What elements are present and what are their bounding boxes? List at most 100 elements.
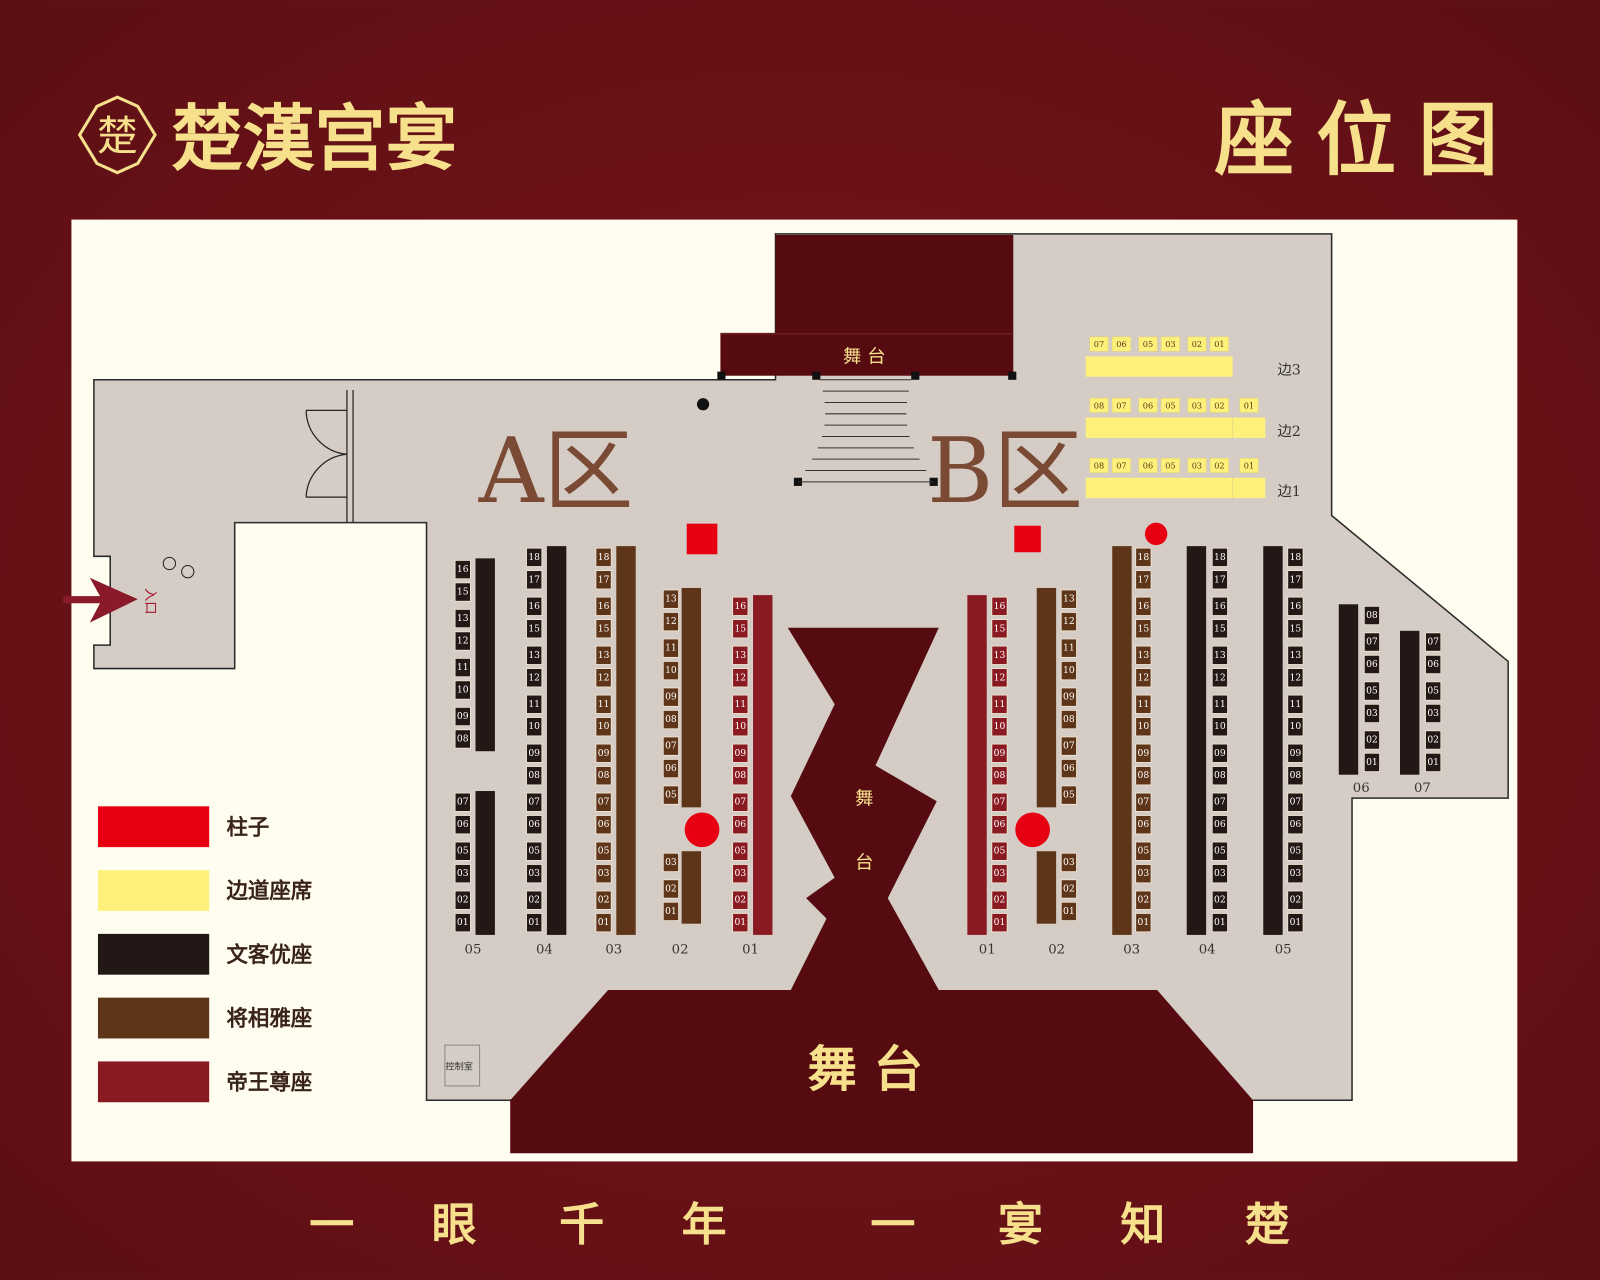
seat-box[interactable] (1187, 397, 1207, 413)
seat-a01-11[interactable]: 11 (732, 694, 749, 714)
seat-a04-10[interactable]: 10 (526, 717, 543, 737)
seat-a05-03[interactable]: 03 (454, 864, 471, 884)
seat-box[interactable] (1363, 632, 1380, 652)
seat-a05-16[interactable]: 16 (454, 560, 471, 580)
seat-box[interactable] (526, 645, 543, 665)
seat-side2-08[interactable]: 08 (1089, 397, 1109, 413)
seat-box[interactable] (1135, 694, 1152, 714)
seat-box[interactable] (1239, 458, 1259, 473)
seat-b05-09[interactable]: 09 (1287, 743, 1304, 763)
seat-box[interactable] (991, 766, 1008, 786)
seat-box[interactable] (1287, 890, 1304, 910)
seat-box[interactable] (454, 729, 471, 749)
seat-box[interactable] (1060, 638, 1077, 658)
seat-box[interactable] (1211, 547, 1228, 567)
seat-side1-03[interactable]: 03 (1187, 458, 1207, 473)
seat-box[interactable] (732, 815, 749, 835)
seat-a03-01[interactable]: 01 (595, 913, 612, 933)
seat-box[interactable] (991, 619, 1008, 639)
seat-box[interactable] (454, 841, 471, 861)
seat-b03-15[interactable]: 15 (1135, 619, 1152, 639)
seat-box[interactable] (1211, 913, 1228, 933)
seat-b05-18[interactable]: 18 (1287, 547, 1304, 567)
seat-a03-02[interactable]: 02 (595, 890, 612, 910)
seat-a01-06[interactable]: 06 (732, 815, 749, 835)
seat-side1-07[interactable]: 07 (1111, 458, 1131, 473)
seat-b02-07[interactable]: 07 (1060, 736, 1077, 756)
seat-a05-08[interactable]: 08 (454, 729, 471, 749)
seat-b03-06[interactable]: 06 (1135, 815, 1152, 835)
seat-b03-02[interactable]: 02 (1135, 890, 1152, 910)
seat-side2-02[interactable]: 02 (1209, 397, 1229, 413)
seat-b05-01[interactable]: 01 (1287, 913, 1304, 933)
seat-box[interactable] (1287, 815, 1304, 835)
seat-b03-16[interactable]: 16 (1135, 596, 1152, 616)
seat-b04-09[interactable]: 09 (1211, 743, 1228, 763)
seat-a02-08[interactable]: 08 (662, 710, 679, 730)
seat-box[interactable] (732, 694, 749, 714)
seat-box[interactable] (1060, 758, 1077, 779)
seat-a02-10[interactable]: 10 (662, 661, 679, 681)
seat-box[interactable] (662, 710, 679, 730)
seat-b03-11[interactable]: 11 (1135, 694, 1152, 714)
seat-a04-03[interactable]: 03 (526, 864, 543, 884)
seat-box[interactable] (526, 766, 543, 786)
seat-box[interactable] (1287, 668, 1304, 688)
seat-b01-11[interactable]: 11 (991, 694, 1008, 714)
seat-box[interactable] (991, 792, 1008, 812)
seat-b05-11[interactable]: 11 (1287, 694, 1304, 714)
seat-box[interactable] (526, 815, 543, 835)
seat-b01-06[interactable]: 06 (991, 815, 1008, 835)
seat-b05-12[interactable]: 12 (1287, 668, 1304, 688)
seat-box[interactable] (1160, 397, 1180, 413)
seat-box[interactable] (1111, 336, 1131, 352)
seat-b05-05[interactable]: 05 (1287, 841, 1304, 861)
seat-b02-01[interactable]: 01 (1060, 901, 1077, 922)
seat-b01-07[interactable]: 07 (991, 792, 1008, 812)
seat-b04-15[interactable]: 15 (1211, 619, 1228, 639)
seat-box[interactable] (595, 596, 612, 616)
seat-box[interactable] (1135, 570, 1152, 590)
seat-a04-15[interactable]: 15 (526, 619, 543, 639)
seat-box[interactable] (454, 913, 471, 933)
seat-b02-12[interactable]: 12 (1060, 612, 1077, 632)
seat-box[interactable] (991, 890, 1008, 910)
seat-b07-06[interactable]: 06 (1425, 654, 1442, 675)
seat-b01-16[interactable]: 16 (991, 596, 1008, 616)
seat-box[interactable] (1135, 743, 1152, 763)
seat-box[interactable] (454, 890, 471, 910)
seat-b04-18[interactable]: 18 (1211, 547, 1228, 567)
seat-box[interactable] (1211, 619, 1228, 639)
seat-b01-13[interactable]: 13 (991, 645, 1008, 665)
seat-box[interactable] (732, 792, 749, 812)
seat-b02-11[interactable]: 11 (1060, 638, 1077, 658)
seat-side3-01[interactable]: 01 (1209, 336, 1229, 352)
seat-b07-05[interactable]: 05 (1425, 681, 1442, 701)
seat-a03-07[interactable]: 07 (595, 792, 612, 812)
seat-box[interactable] (991, 864, 1008, 884)
seat-box[interactable] (732, 890, 749, 910)
seat-box[interactable] (662, 785, 679, 805)
seat-box[interactable] (1287, 766, 1304, 786)
seat-box[interactable] (1209, 397, 1229, 413)
seat-side2-07[interactable]: 07 (1111, 397, 1131, 413)
seat-b03-09[interactable]: 09 (1135, 743, 1152, 763)
seat-box[interactable] (454, 792, 471, 812)
seat-a05-09[interactable]: 09 (454, 706, 471, 727)
seat-a05-15[interactable]: 15 (454, 582, 471, 602)
seat-side1-06[interactable]: 06 (1138, 458, 1158, 473)
seat-a04-05[interactable]: 05 (526, 841, 543, 861)
seat-box[interactable] (595, 890, 612, 910)
seat-box[interactable] (732, 717, 749, 737)
seat-a03-12[interactable]: 12 (595, 668, 612, 688)
seat-b04-06[interactable]: 06 (1211, 815, 1228, 835)
seat-a05-10[interactable]: 10 (454, 680, 471, 700)
seat-box[interactable] (1425, 681, 1442, 701)
seat-a04-11[interactable]: 11 (526, 694, 543, 714)
seat-box[interactable] (732, 645, 749, 665)
seat-a03-05[interactable]: 05 (595, 841, 612, 861)
seat-a02-03[interactable]: 03 (662, 852, 679, 873)
seat-box[interactable] (1211, 717, 1228, 737)
seat-box[interactable] (1060, 736, 1077, 756)
seat-box[interactable] (1287, 743, 1304, 763)
